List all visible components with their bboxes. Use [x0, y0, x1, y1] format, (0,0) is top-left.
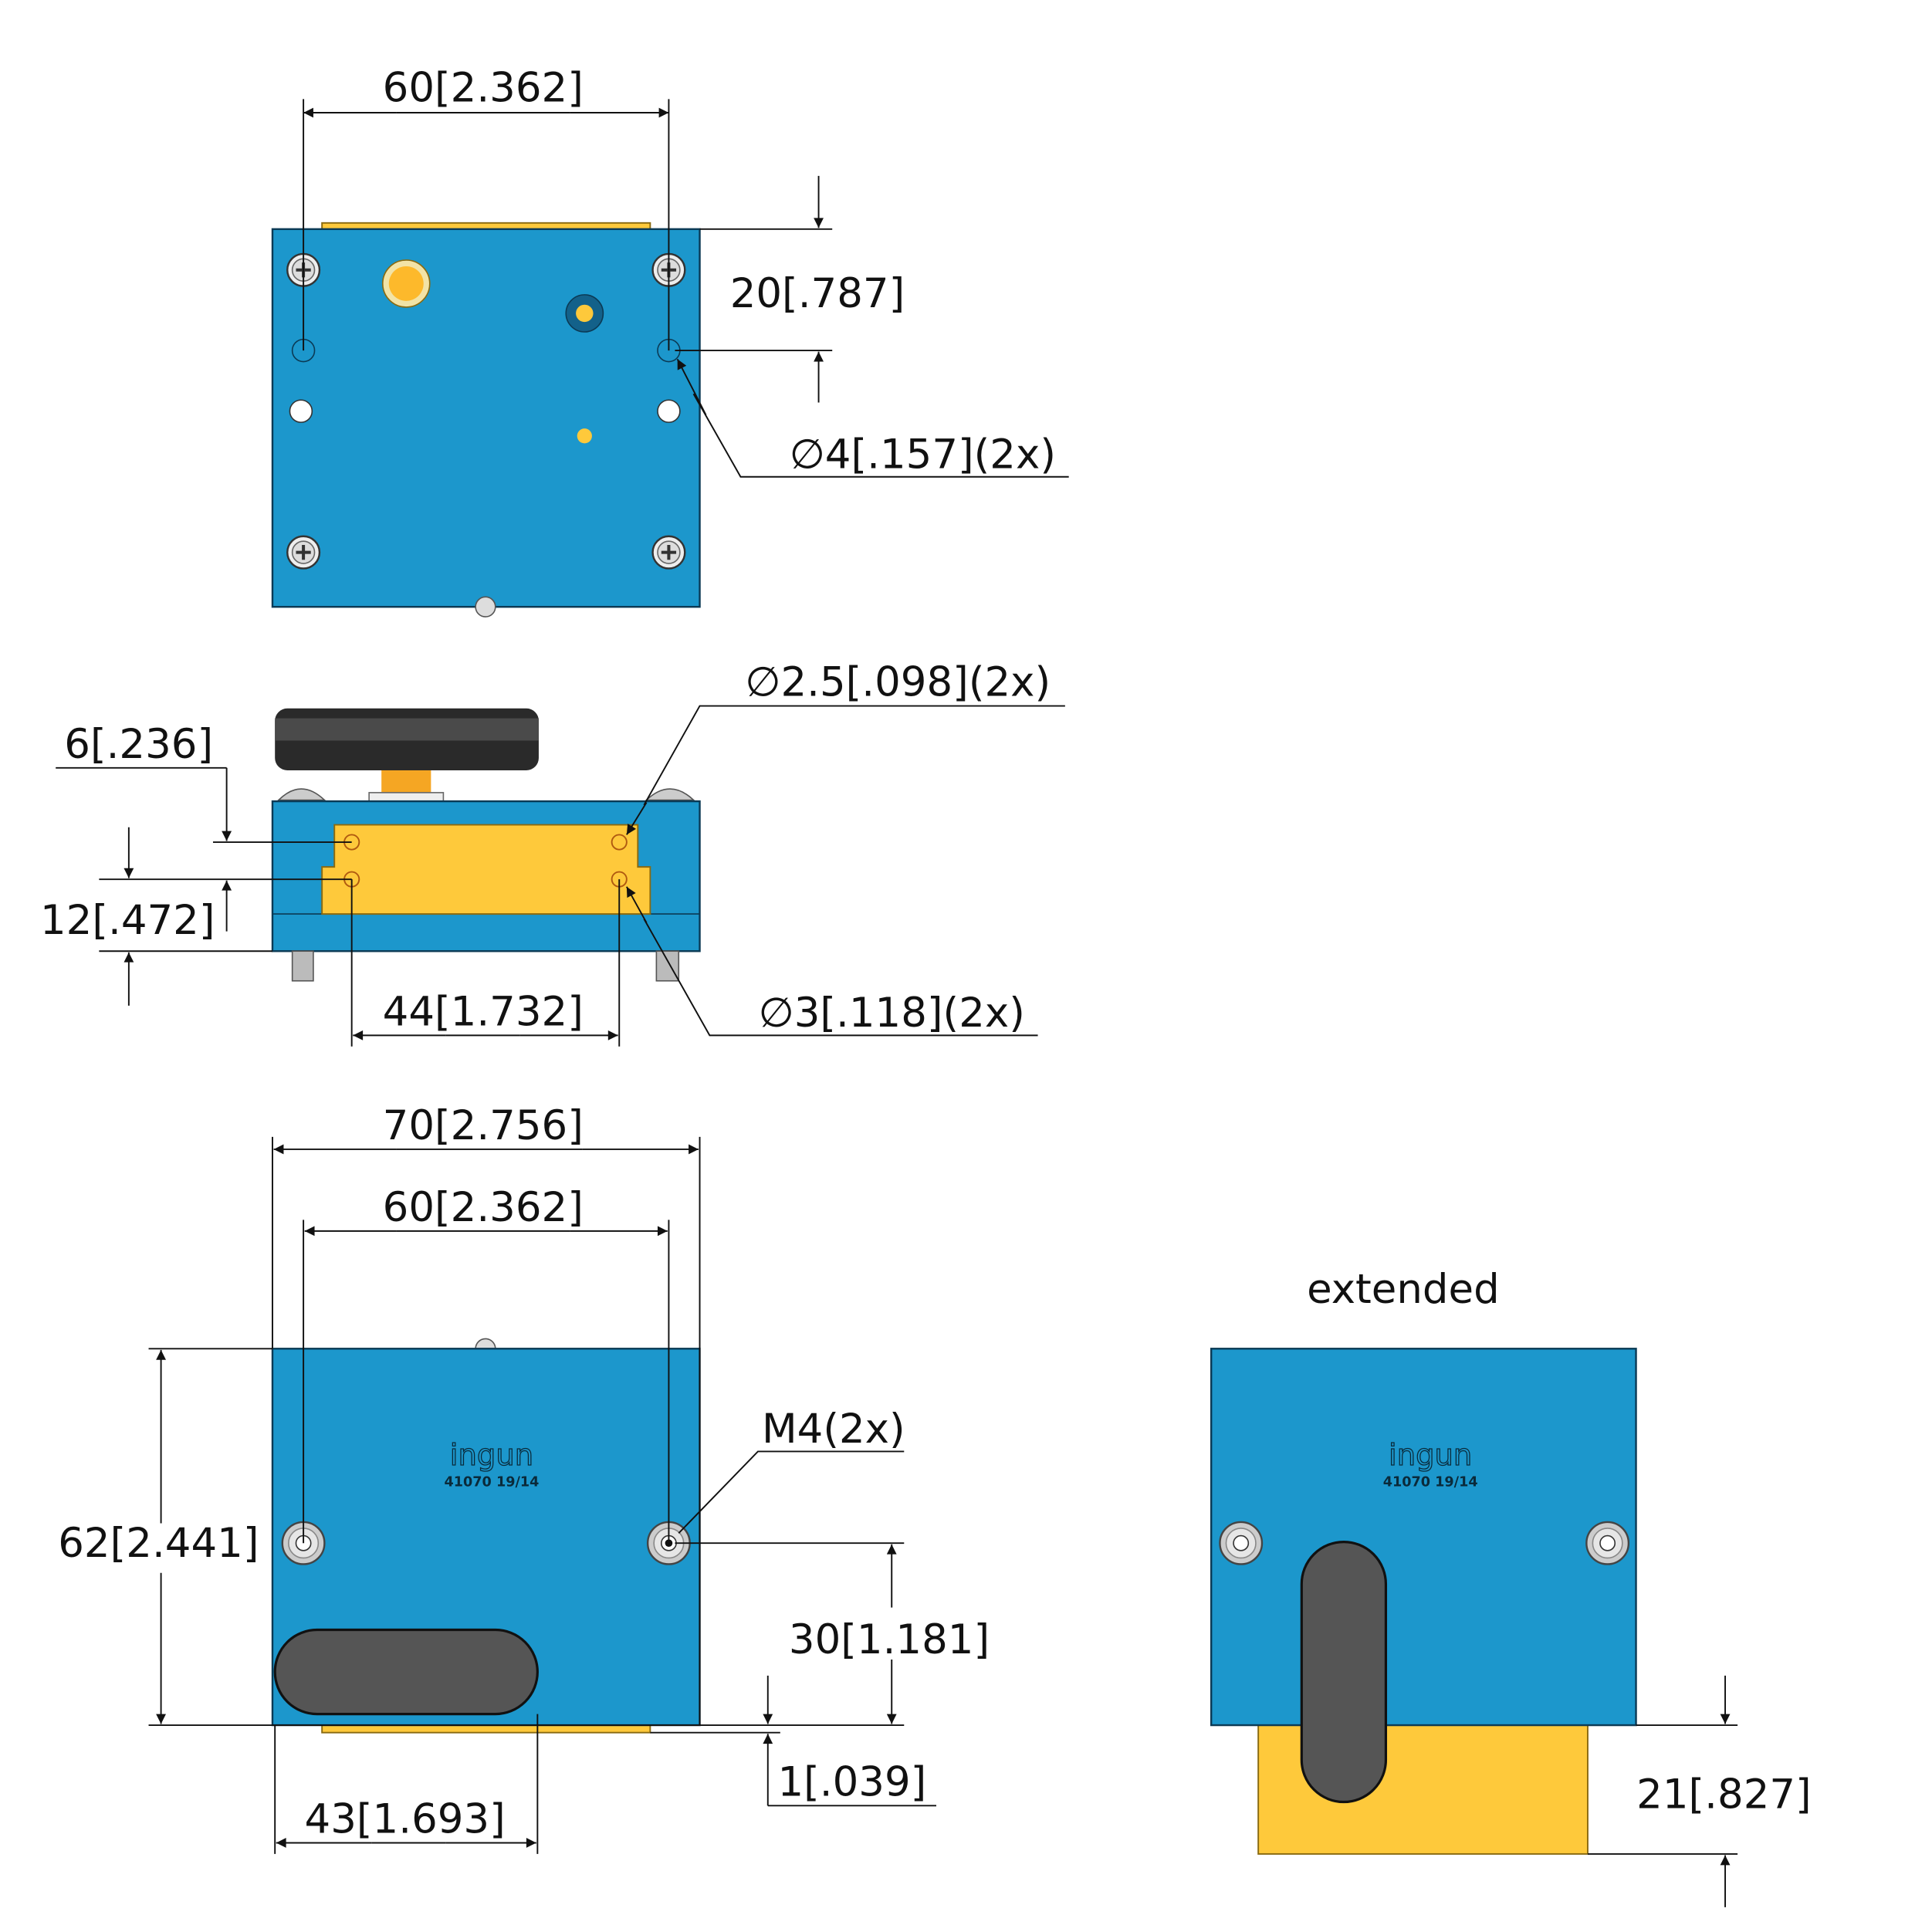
- dim-slot: 43[1.693]: [305, 1796, 506, 1843]
- dim-offset: 20[.787]: [730, 270, 905, 317]
- dim-width: 60[2.362]: [383, 65, 584, 112]
- bottom-view: ingun 41070 19/14 70[2.756] 60[2.362] 62…: [58, 1102, 990, 1854]
- dim-total-width: 70[2.756]: [383, 1102, 584, 1149]
- side-view: 6[.236] 12[.472] 44[1.732] ∅2.5[.098](2x…: [40, 659, 1065, 1047]
- dim-screw-position: 30[1.181]: [789, 1616, 990, 1663]
- dim-hole-large: ∅3[.118](2x): [759, 990, 1025, 1037]
- screw-icon: [653, 536, 685, 569]
- thread-label: M4(2x): [762, 1406, 905, 1453]
- extended-view: extended ingun 41070 19/14 21[.827]: [1210, 1266, 1812, 1907]
- part-number: 41070 19/14: [445, 1474, 540, 1490]
- dim-extension: 21[.827]: [1636, 1771, 1812, 1819]
- part-number: 41070 19/14: [1383, 1474, 1478, 1490]
- torx-screw-icon: [1219, 1521, 1264, 1565]
- dim-overhang: 1[.039]: [777, 1759, 926, 1806]
- dim-width: 60[2.362]: [383, 1184, 584, 1231]
- dim-hole-small: ∅2.5[.098](2x): [745, 659, 1051, 706]
- extended-title: extended: [1307, 1266, 1500, 1313]
- top-view: 60[2.362] 20[.787] ∅4[.157](2x): [271, 65, 1069, 617]
- dim-hole-diameter: ∅4[.157](2x): [790, 431, 1056, 478]
- screw-icon: [287, 536, 320, 569]
- dim-height: 12[.472]: [40, 897, 215, 944]
- logo: ingun: [1389, 1438, 1472, 1473]
- torx-screw-icon: [1585, 1521, 1630, 1565]
- dim-length: 62[2.441]: [58, 1520, 259, 1567]
- logo: ingun: [450, 1438, 533, 1473]
- dim-depth: 6[.236]: [64, 721, 213, 768]
- dim-spacing: 44[1.732]: [383, 989, 584, 1036]
